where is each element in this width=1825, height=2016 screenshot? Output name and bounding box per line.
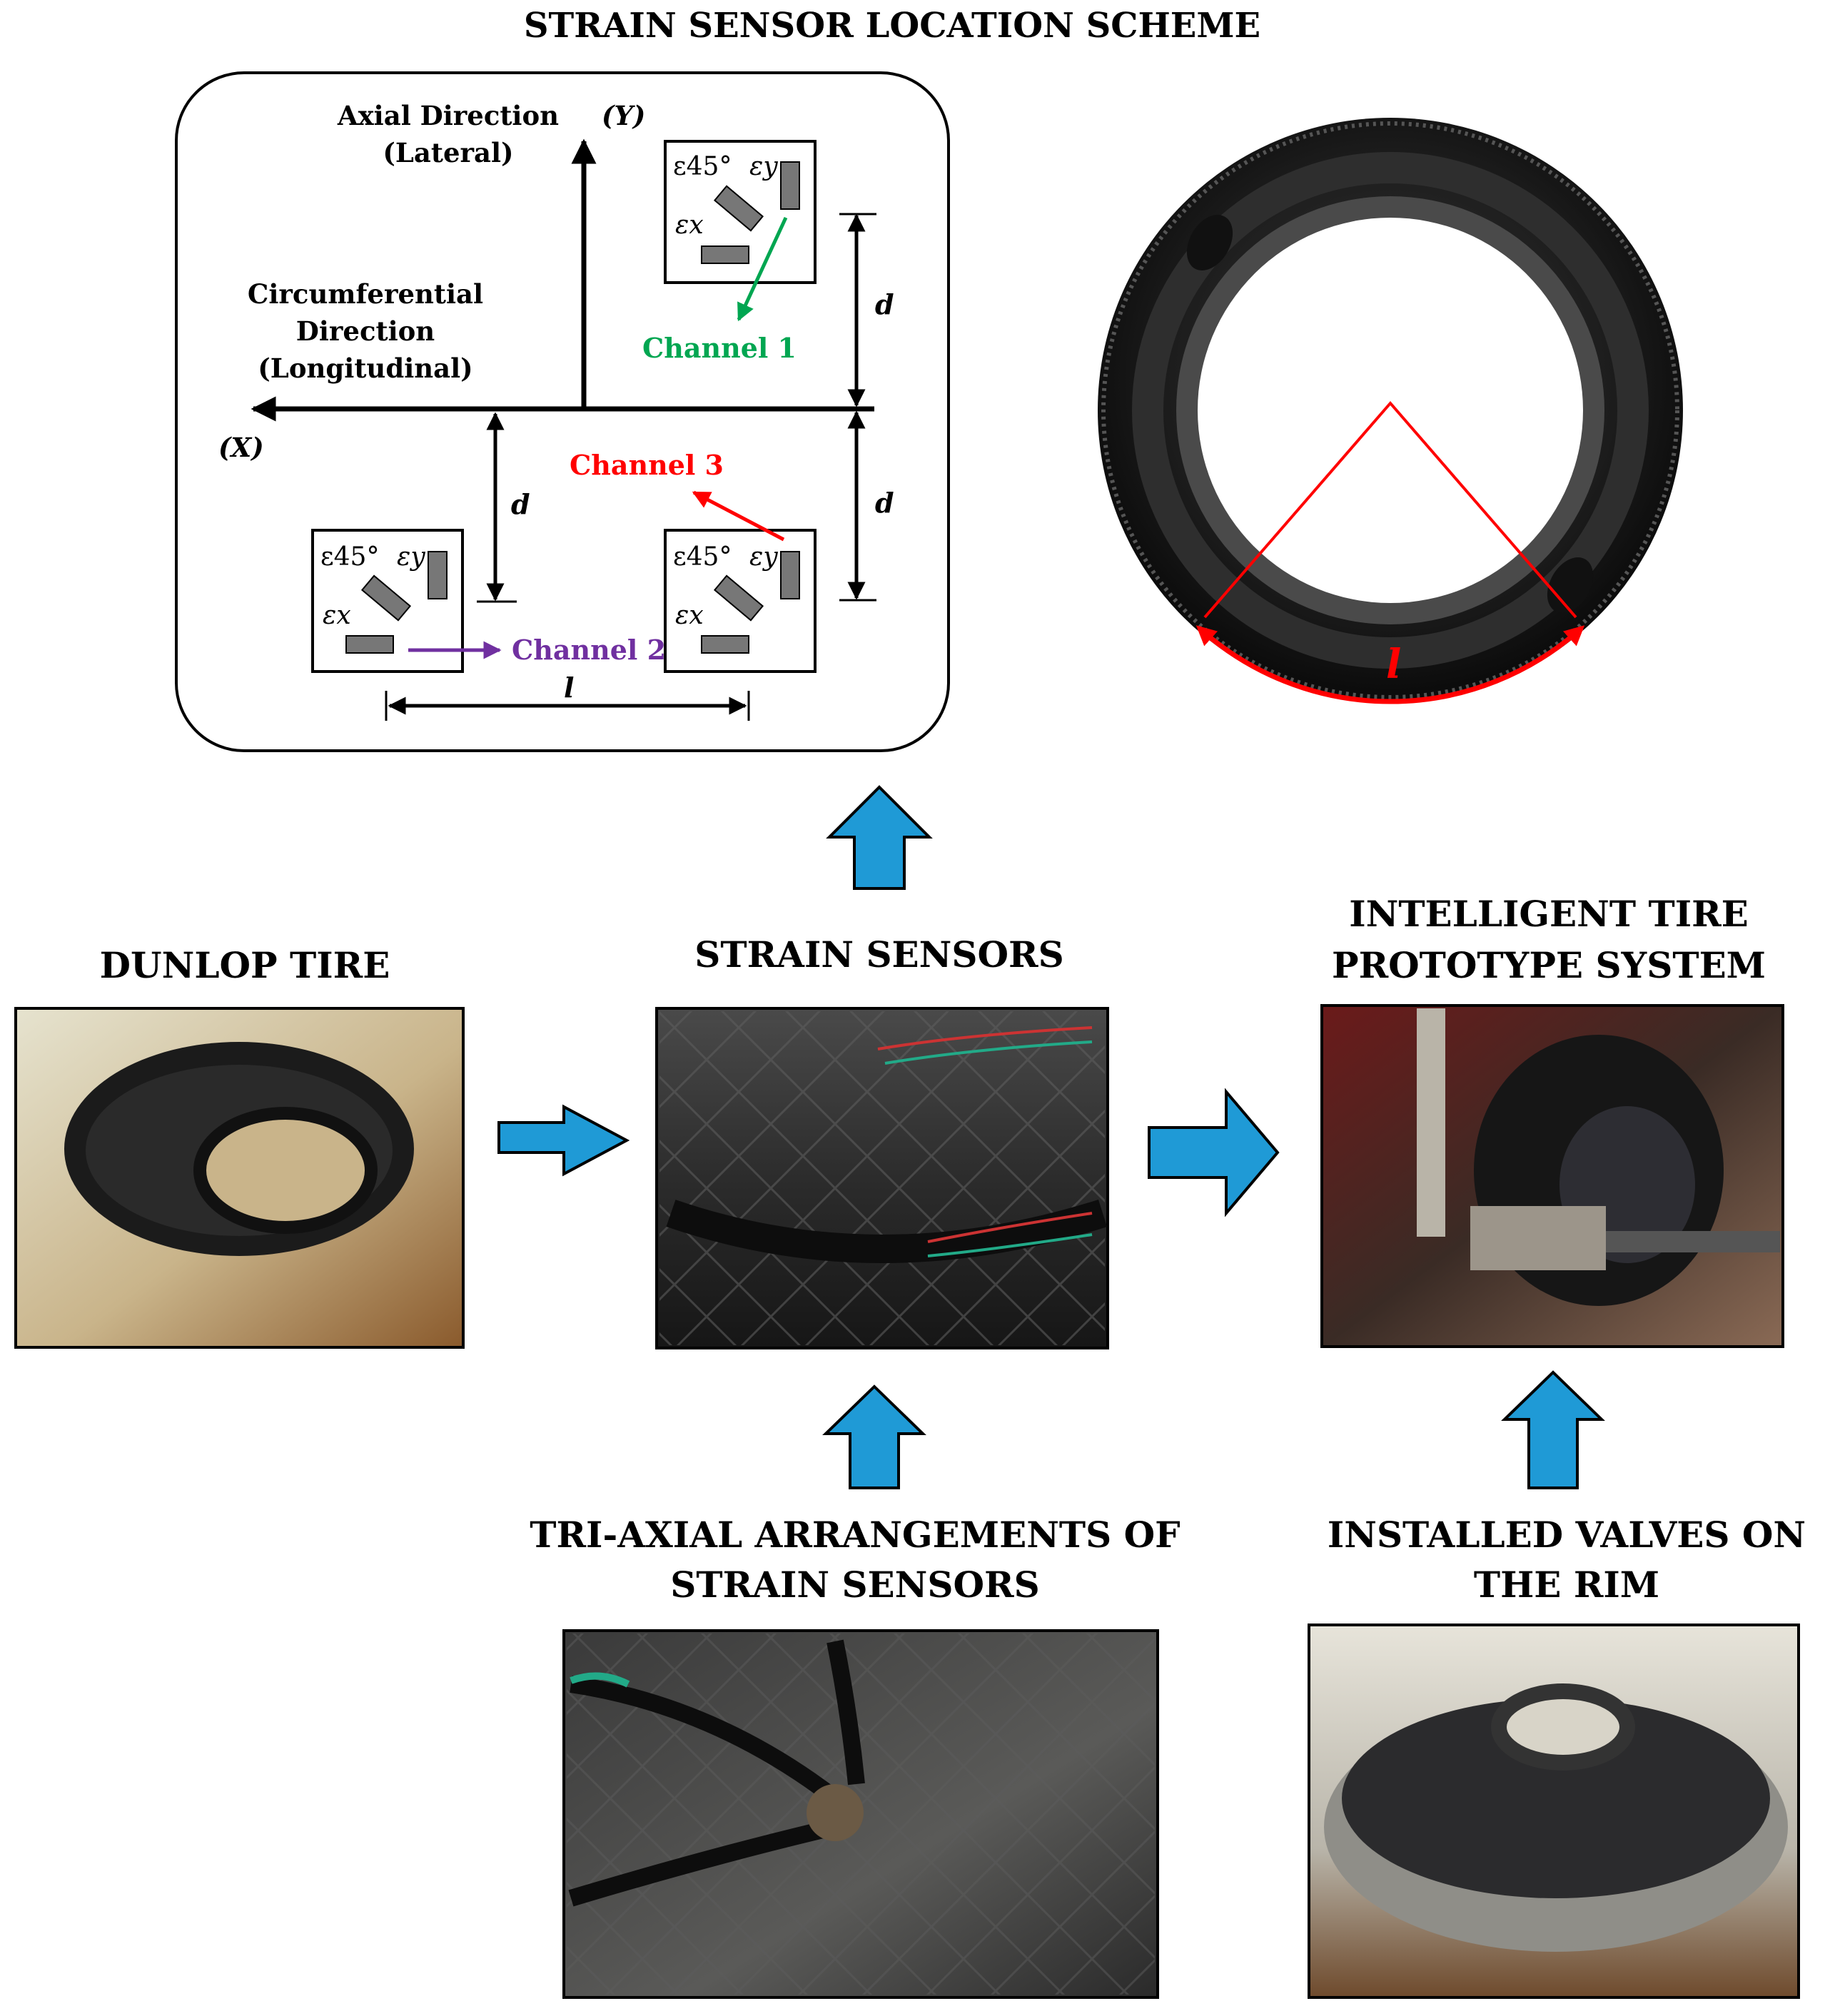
tire-sidewall	[1132, 152, 1649, 669]
tire-center-hole	[1198, 218, 1583, 603]
axis-y-symbol: (Y)	[602, 100, 645, 131]
sidewall-mark-1	[1186, 215, 1233, 270]
strain-sensors-title: STRAIN SENSORS	[694, 933, 1063, 976]
arc-length-label: l	[1386, 641, 1401, 688]
tire-tread	[1101, 121, 1679, 699]
dim-l-label: l	[564, 672, 574, 704]
gauge-45-element	[713, 185, 764, 232]
channel-1-label: Channel 1	[642, 332, 797, 364]
channel-3-label: Channel 3	[570, 449, 724, 481]
dimension-d-left: d	[477, 412, 530, 603]
scheme-title: STRAIN SENSOR LOCATION SCHEME	[524, 6, 1260, 46]
axis-x-symbol: (X)	[218, 432, 264, 463]
gauge-y-label: εy	[397, 542, 425, 572]
channel-3-arrow	[692, 490, 785, 542]
arrow-up-from-triaxial	[822, 1384, 926, 1489]
dimension-l: l	[385, 672, 750, 721]
gauge-45-label: ε45°	[320, 542, 379, 572]
axis-x-label-1: Circumferential	[248, 278, 483, 310]
gauge-45-label: ε45°	[673, 542, 732, 572]
channel-1-arrow	[737, 216, 788, 322]
dim-d-label: d	[875, 288, 894, 320]
arrow-up-from-valves	[1501, 1370, 1605, 1489]
gauge-x-label: εx	[323, 601, 351, 630]
gauge-x-label: εx	[675, 211, 704, 240]
valves-title-1: INSTALLED VALVES ON	[1328, 1514, 1806, 1556]
dunlop-tire-photo	[14, 1007, 465, 1349]
axis-y-label-1: Axial Direction	[337, 100, 559, 131]
prototype-title-1: INTELLIGENT TIRE	[1349, 893, 1749, 935]
arc-length-indicator	[1195, 625, 1585, 704]
sensor-rosette-3: ε45° εy εx	[664, 529, 817, 673]
valves-rim-photo	[1308, 1624, 1800, 1999]
axis-x-label-3: (Longitudinal)	[258, 353, 472, 384]
valves-title-2: THE RIM	[1474, 1564, 1659, 1606]
prototype-title-2: PROTOTYPE SYSTEM	[1332, 944, 1766, 986]
gauge-y-element	[428, 551, 448, 599]
strain-sensors-photo	[655, 1007, 1109, 1349]
triaxial-photo	[562, 1629, 1159, 1999]
gauge-y-label: εy	[749, 152, 778, 181]
arrow-up-to-scheme	[826, 785, 933, 890]
gauge-45-element	[713, 574, 764, 622]
sensor-rosette-2: ε45° εy εx	[311, 529, 464, 673]
arrow-right-1	[497, 1104, 630, 1177]
gauge-45-element	[360, 574, 412, 622]
angle-lines	[1203, 400, 1577, 619]
axis-x-label-2: Direction	[296, 315, 435, 347]
axis-y-label-2: (Lateral)	[383, 137, 513, 168]
dunlop-title: DUNLOP TIRE	[100, 944, 390, 986]
dim-d-label: d	[875, 487, 894, 519]
arrow-right-2	[1148, 1088, 1280, 1217]
gauge-x-element	[345, 635, 394, 654]
channel-2-label: Channel 2	[512, 634, 666, 666]
tire-illustration: l	[1098, 118, 1683, 704]
gauge-y-element	[780, 161, 800, 210]
gauge-y-element	[780, 551, 800, 599]
prototype-photo	[1320, 1004, 1784, 1348]
sensor-rosette-1: ε45° εy εx	[664, 140, 817, 284]
dimension-d-bottom-right: d	[839, 410, 894, 602]
gauge-x-label: εx	[675, 601, 704, 630]
dim-d-label: d	[511, 488, 530, 520]
gauge-x-element	[701, 635, 749, 654]
triaxial-title-1: TRI-AXIAL ARRANGEMENTS OF	[530, 1514, 1180, 1556]
gauge-45-label: ε45°	[673, 152, 732, 181]
dimension-d-top-right: d	[839, 213, 894, 407]
gauge-y-label: εy	[749, 542, 778, 572]
triaxial-title-2: STRAIN SENSORS	[670, 1564, 1039, 1606]
gauge-x-element	[701, 245, 749, 264]
